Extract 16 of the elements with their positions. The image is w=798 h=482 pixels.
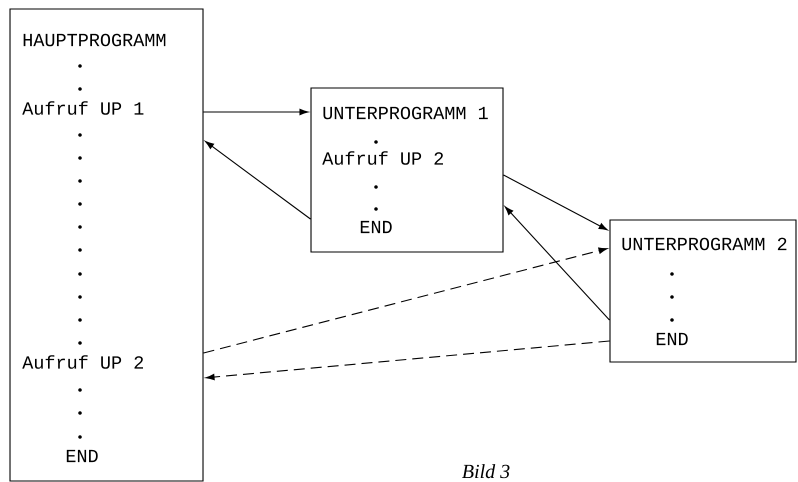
program-line: Aufruf UP 1 bbox=[22, 101, 144, 115]
arrow bbox=[504, 206, 610, 320]
program-line: END bbox=[656, 332, 688, 346]
program-line: Aufruf UP 2 bbox=[22, 355, 143, 369]
program-line: UNTERPROGRAMM 2 bbox=[622, 238, 786, 250]
program-line: END bbox=[66, 450, 98, 462]
program-line: HAUPTPROGRAMM bbox=[24, 34, 166, 46]
program-line: UNTERPROGRAMM 1 bbox=[324, 106, 488, 120]
arrow bbox=[206, 340, 610, 380]
arrow bbox=[503, 174, 608, 230]
arrow bbox=[204, 108, 308, 116]
arrow bbox=[205, 141, 311, 220]
program-line: END bbox=[360, 220, 392, 234]
arrow bbox=[203, 248, 608, 354]
caption: Bild 3 bbox=[462, 464, 510, 478]
program-line: Aufruf UP 2 bbox=[322, 151, 443, 165]
